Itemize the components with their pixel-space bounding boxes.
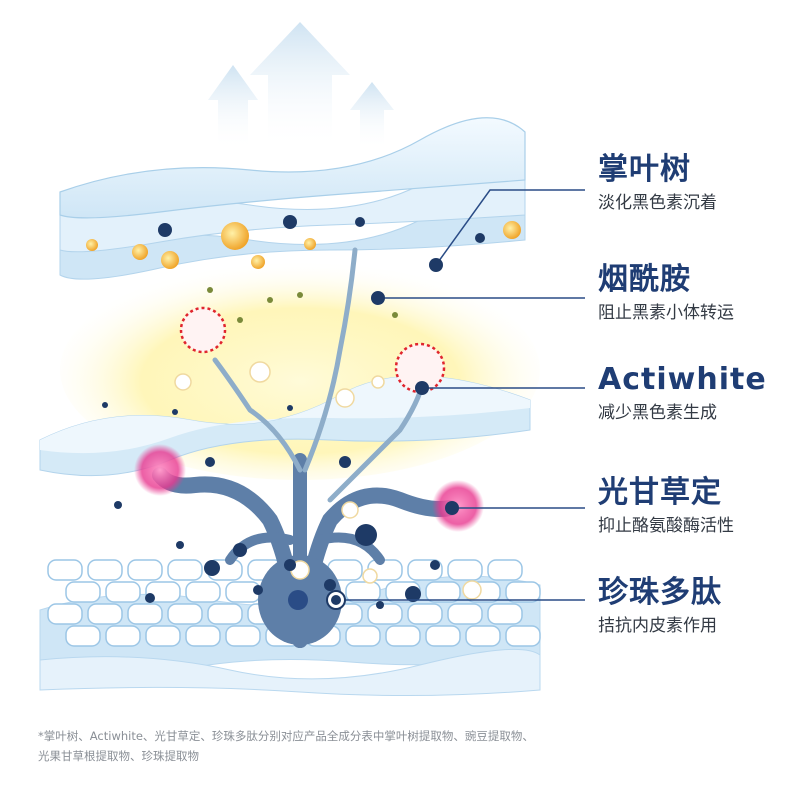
ingredient-title: Actiwhite — [598, 362, 767, 397]
melanin-dot — [102, 402, 108, 408]
melanin-dot — [503, 221, 521, 239]
melanin-dot — [207, 287, 213, 293]
melanin-dot — [158, 223, 172, 237]
skin-cell — [447, 603, 483, 625]
melanin-dot — [176, 541, 184, 549]
ingredient-label-4: 光甘草定 抑止酪氨酸酶活性 — [598, 475, 734, 538]
skin-cell — [487, 559, 523, 581]
melanin-dot — [304, 238, 316, 250]
skin-cell — [345, 625, 381, 647]
melanin-dot — [405, 586, 421, 602]
melanin-dot — [283, 215, 297, 229]
melanin-dot — [249, 361, 271, 383]
ingredient-label-1: 掌叶树 淡化黑色素沉着 — [598, 152, 717, 215]
ingredient-title: 珍珠多肽 — [598, 575, 722, 610]
melanin-particles — [86, 215, 521, 610]
skin-cell — [425, 581, 461, 603]
melanin-dot — [392, 312, 398, 318]
skin-cell — [65, 625, 101, 647]
melanin-dot — [355, 524, 377, 546]
melanin-dot — [355, 217, 365, 227]
melanin-dot — [253, 585, 263, 595]
melanin-dot — [172, 409, 178, 415]
skin-cell — [127, 603, 163, 625]
melanin-dot — [233, 543, 247, 557]
skin-cell — [87, 559, 123, 581]
footnote: *掌叶树、Actiwhite、光甘草定、珍珠多肽分别对应产品全成分表中掌叶树提取… — [38, 726, 758, 766]
skin-cell — [47, 603, 83, 625]
ingredient-label-3: Actiwhite 减少黑色素生成 — [598, 362, 767, 425]
skin-cell — [185, 625, 221, 647]
ingredient-label-5: 珍珠多肽 拮抗内皮素作用 — [598, 575, 722, 638]
ingredient-effect: 拮抗内皮素作用 — [598, 616, 717, 636]
melanin-dot — [251, 255, 265, 269]
melanin-dot — [145, 593, 155, 603]
skin-cell — [407, 603, 443, 625]
skin-cell — [225, 625, 261, 647]
skin-cell — [345, 581, 381, 603]
skin-cell — [447, 559, 483, 581]
skin-cell — [465, 625, 501, 647]
ingredient-title: 光甘草定 — [598, 475, 722, 510]
melanin-dot — [287, 405, 293, 411]
melanin-dot — [371, 375, 385, 389]
skin-cell — [127, 559, 163, 581]
skin-cell — [207, 603, 243, 625]
melanin-dot — [174, 373, 192, 391]
melanin-dot — [205, 457, 215, 467]
skin-cell — [65, 581, 101, 603]
skin-cell — [425, 625, 461, 647]
melanin-dot — [237, 317, 243, 323]
melanin-dot — [339, 456, 351, 468]
skin-cell — [505, 625, 541, 647]
melanin-dot — [475, 233, 485, 243]
skin-cell — [145, 625, 181, 647]
skin-cell — [47, 559, 83, 581]
ingredient-effect: 淡化黑色素沉着 — [598, 193, 717, 213]
skin-cell — [385, 625, 421, 647]
skin-cell — [185, 581, 221, 603]
ingredient-effect: 阻止黑素小体转运 — [598, 303, 734, 323]
footnote-line-2: 光果甘草根提取物、珍珠提取物 — [38, 749, 199, 763]
melanin-dot — [114, 501, 122, 509]
pink-enzyme-left — [134, 444, 186, 496]
melanin-dot — [284, 559, 296, 571]
footnote-line-1: *掌叶树、Actiwhite、光甘草定、珍珠多肽分别对应产品全成分表中掌叶树提取… — [38, 729, 534, 743]
ingredient-label-2: 烟酰胺 阻止黑素小体转运 — [598, 262, 734, 325]
melanin-dot — [341, 501, 359, 519]
skin-cell — [167, 603, 203, 625]
melanin-dot — [221, 222, 249, 250]
skin-cell — [367, 603, 403, 625]
ingredient-title: 烟酰胺 — [598, 262, 691, 297]
melanin-dot — [161, 251, 179, 269]
skin-cell — [105, 625, 141, 647]
melanin-dot — [288, 590, 308, 610]
ingredient-effect: 减少黑色素生成 — [598, 403, 717, 423]
melanin-dot — [324, 579, 336, 591]
skin-cell — [487, 603, 523, 625]
melanin-dot — [462, 580, 482, 600]
ingredient-effect: 抑止酪氨酸酶活性 — [598, 516, 734, 536]
melanin-dot — [376, 601, 384, 609]
skin-cell — [167, 559, 203, 581]
skin-cell — [105, 581, 141, 603]
melanin-dot — [297, 292, 303, 298]
melanin-dot — [132, 244, 148, 260]
ingredient-title: 掌叶树 — [598, 152, 691, 187]
skin-cell — [505, 581, 541, 603]
melanin-dot — [204, 560, 220, 576]
leader-endpoints — [326, 258, 459, 610]
melanin-dot — [267, 297, 273, 303]
melanin-dot — [335, 388, 355, 408]
leader-lines — [336, 189, 585, 601]
red-dashed-target-left — [179, 306, 227, 354]
melanin-dot — [86, 239, 98, 251]
melanin-dot — [362, 568, 378, 584]
upward-arrows — [208, 22, 394, 150]
skin-cell — [87, 603, 123, 625]
melanin-dot — [430, 560, 440, 570]
